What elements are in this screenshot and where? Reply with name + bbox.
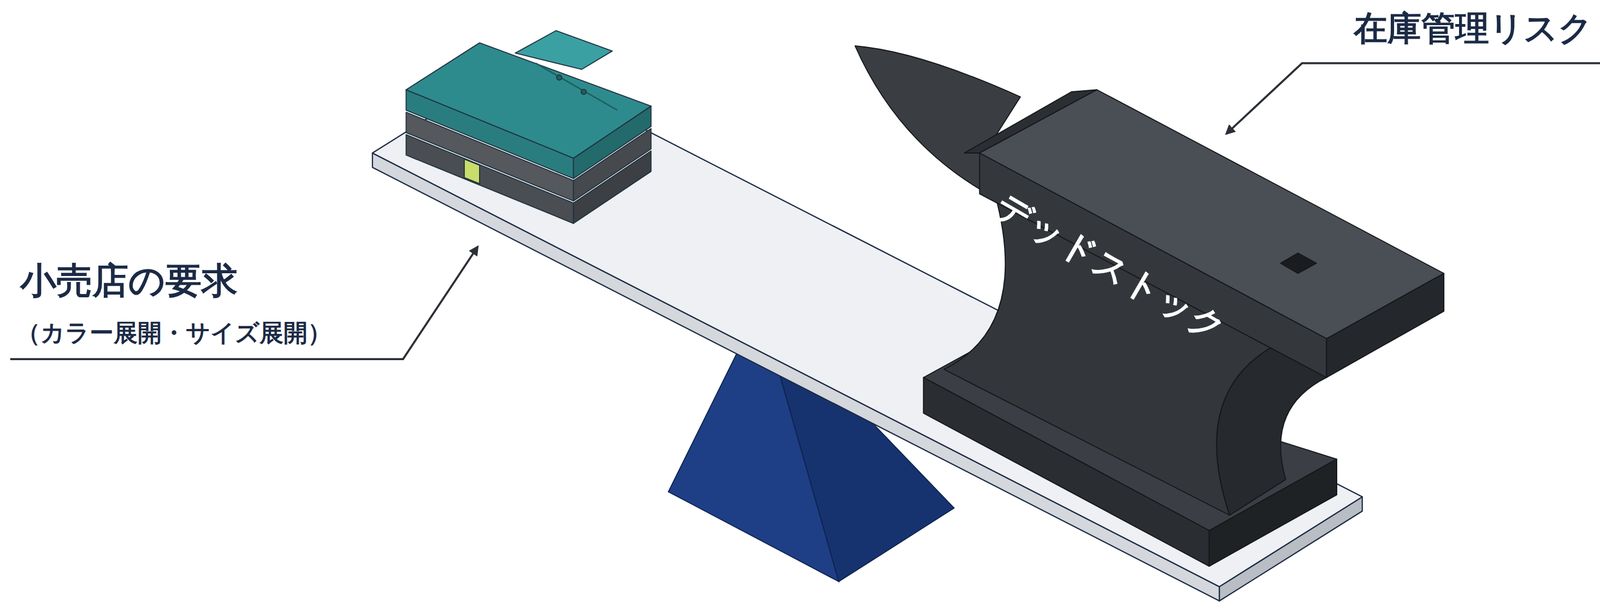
anvil: [854, 45, 1444, 566]
leader-lines: [10, 63, 1600, 359]
anvil-hole: [1280, 252, 1316, 274]
anvil-label: デッドストック: [987, 181, 1237, 353]
shirt-placket: [535, 63, 618, 111]
shirt-stack: [405, 30, 651, 224]
leader-line: [10, 246, 478, 359]
callout-title: 在庫管理リスク: [1353, 8, 1593, 48]
anvil-top-front: [979, 152, 1327, 378]
plank: [372, 63, 1363, 601]
callout-subtitle: （カラー展開・サイズ展開）: [16, 319, 332, 347]
plank-top: [372, 63, 1363, 587]
callout-title: 小売店の要求: [20, 260, 238, 302]
shirt-button: [581, 89, 587, 94]
shirt-tag: [464, 158, 480, 184]
leader-line: [1226, 63, 1600, 134]
anvil-node: デッドストック: [983, 163, 1241, 372]
anvil-top-end: [1326, 273, 1444, 377]
shirt-button: [556, 74, 562, 80]
shirt-collar: [515, 30, 612, 70]
shirt-top: [405, 42, 651, 158]
